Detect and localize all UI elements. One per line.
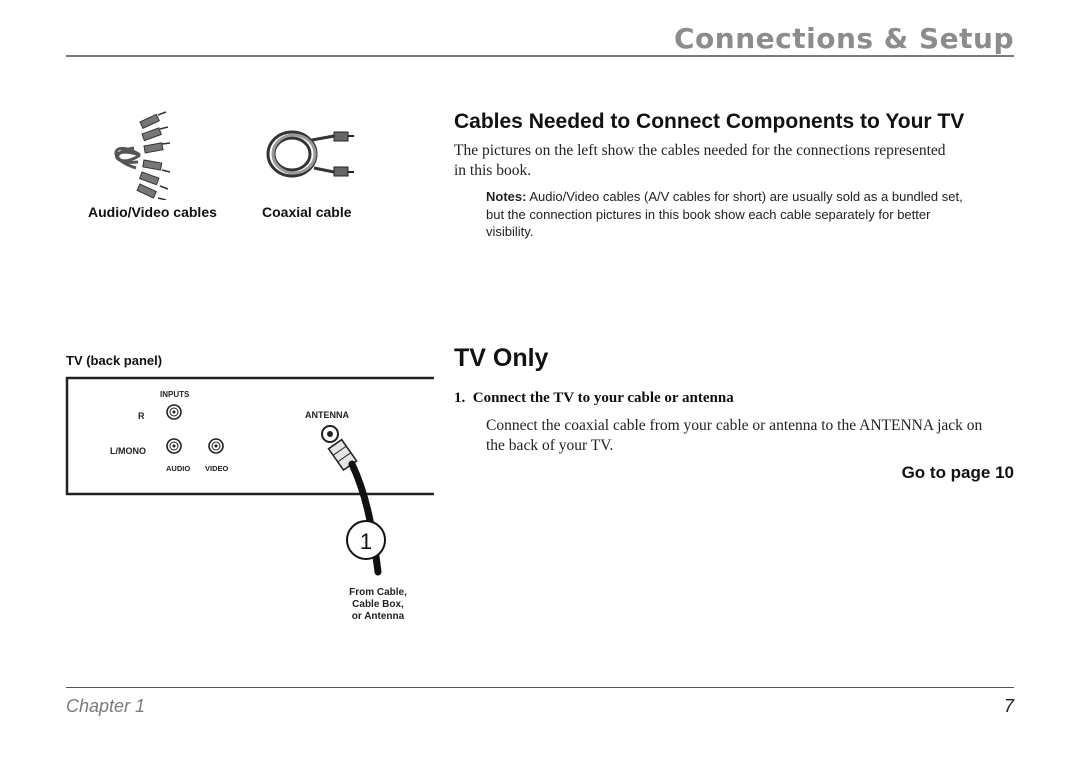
av-cables-illustration	[114, 111, 171, 200]
cables-notes: Notes: Audio/Video cables (A/V cables fo…	[486, 188, 974, 241]
coaxial-cable-illustration	[266, 130, 354, 178]
source-label-line3: or Antenna	[352, 611, 405, 622]
antenna-label: ANTENNA	[305, 410, 349, 420]
cables-section-heading: Cables Needed to Connect Components to Y…	[454, 110, 965, 133]
av-cables-caption: Audio/Video cables	[88, 204, 217, 220]
footer-divider	[66, 687, 1014, 688]
notes-label: Notes:	[486, 189, 527, 204]
tv-back-panel-caption: TV (back panel)	[66, 353, 163, 368]
source-label-line2: Cable Box,	[352, 599, 404, 610]
inputs-label: INPUTS	[160, 390, 190, 399]
audio-label: AUDIO	[166, 464, 190, 473]
step-number-circle	[346, 520, 386, 560]
step-number: 1	[360, 529, 372, 554]
tv-only-heading: TV Only	[454, 344, 549, 372]
tv-back-panel-diagram: INPUTS R L/MONO AUDIO VIDEO ANTENNA 1 Fr…	[65, 376, 434, 622]
video-label: VIDEO	[205, 464, 229, 473]
page-header-title: Connections & Setup	[674, 22, 1014, 55]
step-1-body: Connect the coaxial cable from your cabl…	[486, 417, 983, 454]
coaxial-cable-caption: Coaxial cable	[262, 204, 352, 220]
footer-chapter: Chapter 1	[66, 696, 146, 716]
source-label-line1: From Cable,	[349, 587, 407, 598]
header-divider	[66, 55, 1014, 57]
r-label: R	[138, 411, 145, 421]
cables-section-body: The pictures on the left show the cables…	[454, 142, 946, 179]
tv-panel-outline	[65, 376, 434, 496]
l-mono-label: L/MONO	[110, 446, 146, 456]
step-1-title: 1. Connect the TV to your cable or anten…	[454, 390, 734, 406]
notes-text: Audio/Video cables (A/V cables for short…	[486, 189, 963, 239]
go-to-page-link[interactable]: Go to page 10	[901, 463, 1014, 482]
footer-page-number: 7	[1003, 696, 1014, 716]
